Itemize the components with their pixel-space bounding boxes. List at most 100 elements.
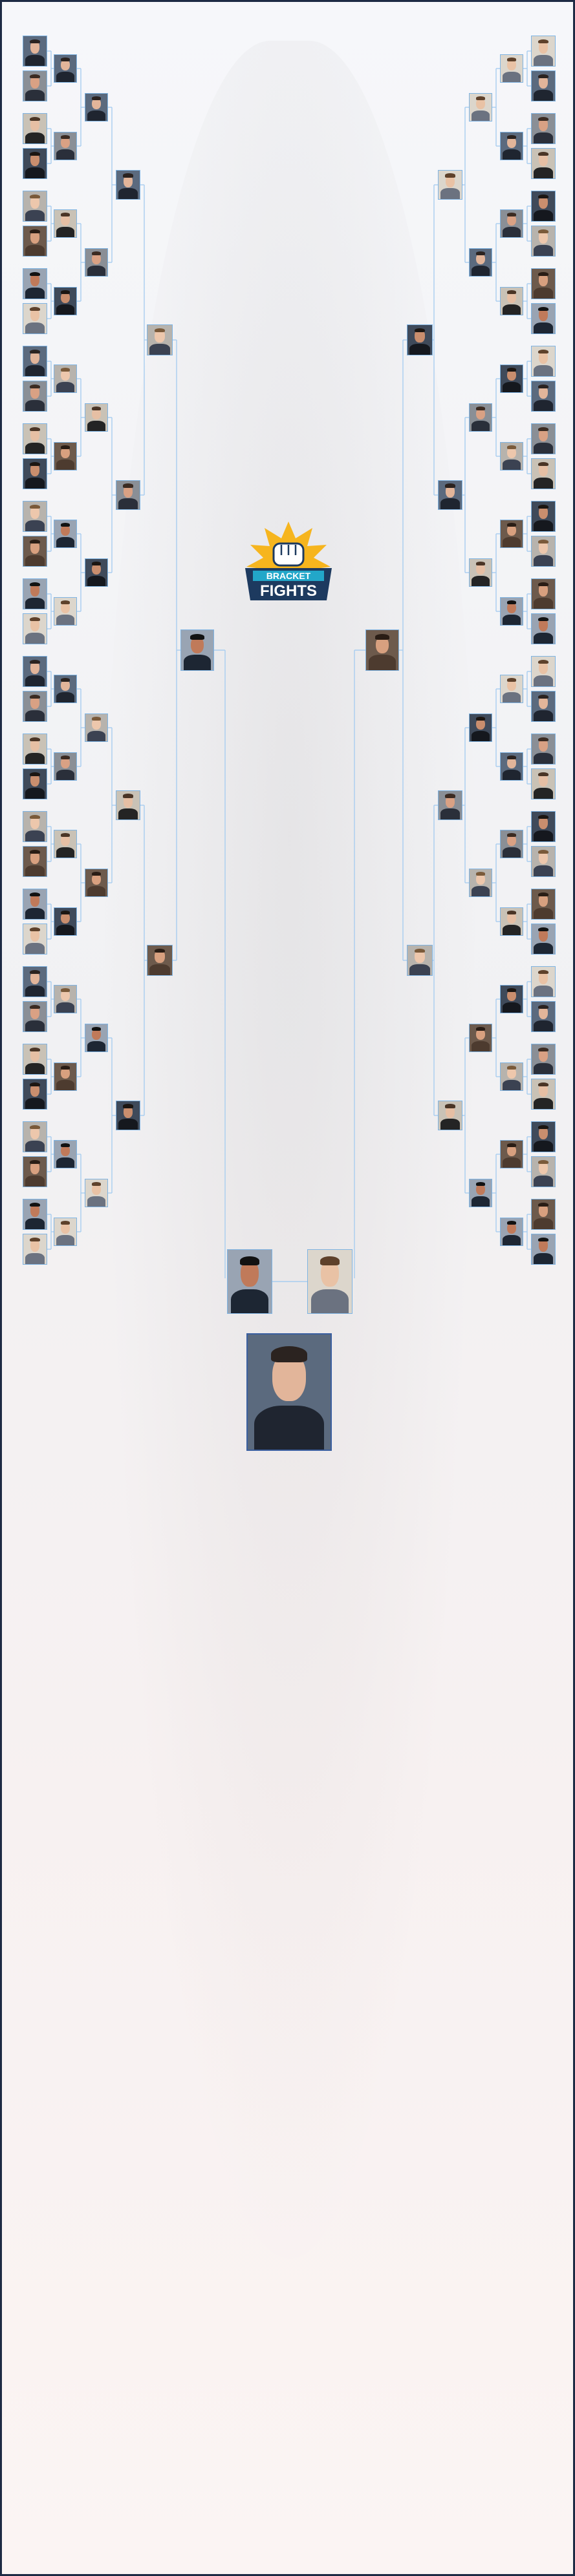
left-r2-slot-13[interactable] xyxy=(54,985,77,1013)
right-r1-slot-30[interactable] xyxy=(531,1156,556,1187)
left-r2-slot-16[interactable] xyxy=(54,1218,77,1246)
right-r2-slot-6[interactable] xyxy=(500,442,523,470)
right-r2-slot-13[interactable] xyxy=(500,985,523,1013)
left-r1-slot-1[interactable] xyxy=(23,36,47,67)
left-r1-slot-22[interactable] xyxy=(23,846,47,877)
left-r1-slot-27[interactable] xyxy=(23,1044,47,1075)
left-r1-slot-13[interactable] xyxy=(23,501,47,532)
right-r1-slot-18[interactable] xyxy=(531,691,556,722)
right-r2-slot-8[interactable] xyxy=(500,597,523,626)
right-r1-slot-23[interactable] xyxy=(531,889,556,920)
left-r3-slot-3[interactable] xyxy=(85,403,108,432)
left-r4-slot-1[interactable] xyxy=(116,170,140,200)
left-r5-slot-2[interactable] xyxy=(147,945,173,976)
left-r1-slot-5[interactable] xyxy=(23,191,47,222)
right-r1-slot-11[interactable] xyxy=(531,423,556,454)
left-r1-slot-12[interactable] xyxy=(23,458,47,489)
right-r1-slot-1[interactable] xyxy=(531,36,556,67)
left-r4-slot-4[interactable] xyxy=(116,1101,140,1130)
left-r1-slot-17[interactable] xyxy=(23,656,47,687)
right-r1-slot-15[interactable] xyxy=(531,578,556,609)
left-r3-slot-6[interactable] xyxy=(85,869,108,897)
left-r2-slot-14[interactable] xyxy=(54,1062,77,1091)
left-r1-slot-20[interactable] xyxy=(23,768,47,799)
left-r3-slot-7[interactable] xyxy=(85,1024,108,1052)
left-r2-slot-12[interactable] xyxy=(54,907,77,936)
left-r1-slot-8[interactable] xyxy=(23,303,47,334)
right-r1-slot-12[interactable] xyxy=(531,458,556,489)
left-r1-slot-19[interactable] xyxy=(23,734,47,765)
left-r3-slot-4[interactable] xyxy=(85,558,108,587)
right-r2-slot-15[interactable] xyxy=(500,1140,523,1168)
right-r2-slot-16[interactable] xyxy=(500,1218,523,1246)
left-r1-slot-9[interactable] xyxy=(23,346,47,377)
right-r1-slot-2[interactable] xyxy=(531,70,556,101)
right-r1-slot-10[interactable] xyxy=(531,381,556,412)
left-r1-slot-29[interactable] xyxy=(23,1121,47,1152)
right-r5-slot-1[interactable] xyxy=(407,324,433,355)
left-r2-slot-8[interactable] xyxy=(54,597,77,626)
left-r4-slot-2[interactable] xyxy=(116,480,140,510)
right-r3-slot-7[interactable] xyxy=(469,1024,492,1052)
right-r1-slot-5[interactable] xyxy=(531,191,556,222)
right-r1-slot-31[interactable] xyxy=(531,1199,556,1230)
left-r5-slot-1[interactable] xyxy=(147,324,173,355)
right-r3-slot-6[interactable] xyxy=(469,869,492,897)
left-r2-slot-4[interactable] xyxy=(54,287,77,315)
right-r3-slot-2[interactable] xyxy=(469,248,492,277)
left-r2-slot-10[interactable] xyxy=(54,752,77,781)
champion[interactable] xyxy=(246,1333,332,1451)
left-r3-slot-5[interactable] xyxy=(85,713,108,742)
finalist-right[interactable] xyxy=(307,1249,353,1314)
right-r1-slot-22[interactable] xyxy=(531,846,556,877)
left-r1-slot-25[interactable] xyxy=(23,966,47,997)
right-r1-slot-3[interactable] xyxy=(531,113,556,144)
left-r2-slot-3[interactable] xyxy=(54,209,77,238)
left-r1-slot-32[interactable] xyxy=(23,1234,47,1265)
left-r1-slot-28[interactable] xyxy=(23,1079,47,1110)
left-r1-slot-23[interactable] xyxy=(23,889,47,920)
right-r2-slot-2[interactable] xyxy=(500,132,523,160)
left-r1-slot-24[interactable] xyxy=(23,924,47,955)
left-r1-slot-21[interactable] xyxy=(23,811,47,842)
right-r2-slot-5[interactable] xyxy=(500,364,523,393)
right-r2-slot-4[interactable] xyxy=(500,287,523,315)
left-r1-slot-2[interactable] xyxy=(23,70,47,101)
right-r5-slot-2[interactable] xyxy=(407,945,433,976)
left-r3-slot-8[interactable] xyxy=(85,1179,108,1207)
right-r1-slot-4[interactable] xyxy=(531,148,556,179)
right-r2-slot-10[interactable] xyxy=(500,752,523,781)
right-r4-slot-1[interactable] xyxy=(438,170,462,200)
right-r1-slot-21[interactable] xyxy=(531,811,556,842)
left-r1-slot-30[interactable] xyxy=(23,1156,47,1187)
left-r6-slot-1[interactable] xyxy=(180,629,214,671)
left-r1-slot-16[interactable] xyxy=(23,613,47,644)
right-r2-slot-12[interactable] xyxy=(500,907,523,936)
right-r2-slot-7[interactable] xyxy=(500,520,523,548)
left-r2-slot-1[interactable] xyxy=(54,54,77,83)
left-r1-slot-14[interactable] xyxy=(23,536,47,567)
right-r2-slot-3[interactable] xyxy=(500,209,523,238)
left-r1-slot-10[interactable] xyxy=(23,381,47,412)
right-r6-slot-1[interactable] xyxy=(365,629,399,671)
left-r3-slot-1[interactable] xyxy=(85,93,108,121)
right-r2-slot-14[interactable] xyxy=(500,1062,523,1091)
right-r1-slot-32[interactable] xyxy=(531,1234,556,1265)
right-r1-slot-9[interactable] xyxy=(531,346,556,377)
right-r1-slot-25[interactable] xyxy=(531,966,556,997)
left-r1-slot-4[interactable] xyxy=(23,148,47,179)
right-r4-slot-4[interactable] xyxy=(438,1101,462,1130)
left-r2-slot-7[interactable] xyxy=(54,520,77,548)
right-r1-slot-6[interactable] xyxy=(531,226,556,257)
left-r2-slot-9[interactable] xyxy=(54,675,77,703)
right-r1-slot-26[interactable] xyxy=(531,1001,556,1032)
right-r3-slot-1[interactable] xyxy=(469,93,492,121)
right-r1-slot-24[interactable] xyxy=(531,924,556,955)
left-r4-slot-3[interactable] xyxy=(116,790,140,820)
finalist-left[interactable] xyxy=(227,1249,272,1314)
right-r2-slot-9[interactable] xyxy=(500,675,523,703)
right-r1-slot-13[interactable] xyxy=(531,501,556,532)
left-r1-slot-26[interactable] xyxy=(23,1001,47,1032)
right-r1-slot-28[interactable] xyxy=(531,1079,556,1110)
left-r2-slot-5[interactable] xyxy=(54,364,77,393)
